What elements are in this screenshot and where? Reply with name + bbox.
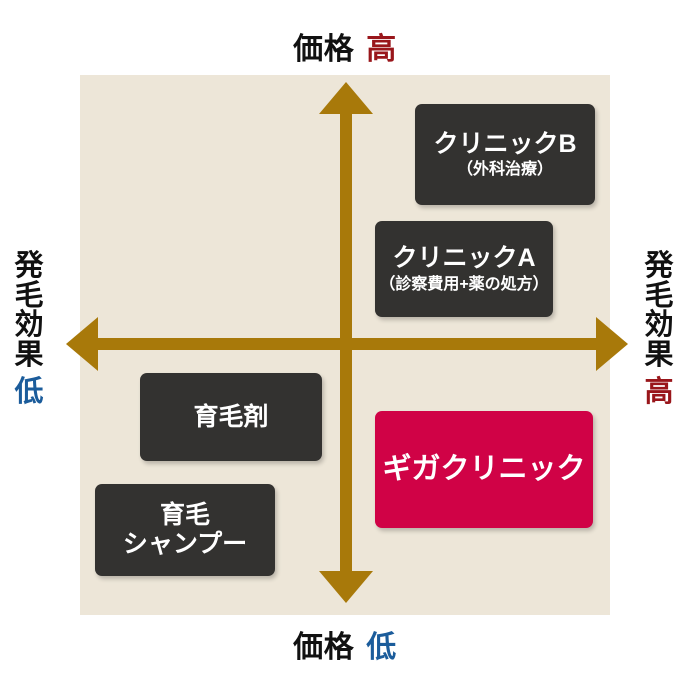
chart-item-clinic-b-title: クリニックB [433,129,577,158]
chart-item-hair-tonic: 育毛剤 [140,373,322,461]
axis-tag-high-right: 高 [644,376,674,409]
axis-label-price-bottom-text: 価格 [293,631,355,664]
horizontal-axis-line [98,338,596,350]
axis-label-effect-high: 発 毛 効 果 高 [636,250,682,409]
axis-label-effect-left-char-3: 効 [14,309,44,342]
chart-item-clinic-a: クリニックA （診察費用+薬の処方） [375,221,553,317]
chart-item-clinic-b: クリニックB （外科治療） [415,104,595,205]
axis-label-effect-right-char-3: 効 [644,309,674,342]
axis-label-effect-left-char-1: 発 [14,250,44,282]
chart-item-giga-clinic-title: ギガクリニック [382,452,586,485]
chart-item-hair-shampoo: 育毛 シャンプー [95,484,275,576]
axis-tag-low-left: 低 [14,376,44,409]
axis-arrow-down-icon [319,571,373,603]
axis-tag-low-bottom: 低 [366,631,397,664]
axis-label-price-high: 価格高 [0,24,690,68]
chart-item-clinic-b-subtitle: （外科治療） [456,161,553,179]
axis-label-effect-right-char-1: 発 [644,250,674,282]
chart-item-clinic-a-title: クリニックA [392,244,536,273]
axis-label-price-low: 価格低 [0,622,690,666]
axis-label-effect-right-char-4: 果 [644,338,674,371]
chart-item-clinic-a-subtitle: （診察費用+薬の処方） [379,275,549,293]
chart-item-hair-tonic-title: 育毛剤 [193,402,269,431]
axis-arrow-up-icon [319,82,373,114]
axis-tag-high-top: 高 [366,33,397,66]
axis-label-price-top-text: 価格 [293,33,355,66]
axis-label-effect-left-char-4: 果 [14,338,44,371]
vertical-axis-line [340,96,352,571]
chart-item-giga-clinic: ギガクリニック [375,411,593,528]
axis-arrow-right-icon [596,317,628,371]
axis-arrow-left-icon [66,317,98,371]
chart-item-hair-shampoo-title: 育毛 シャンプー [122,501,248,558]
axis-label-effect-low: 発 毛 効 果 低 [6,250,52,409]
axis-label-effect-right-char-2: 毛 [644,279,674,312]
axis-label-effect-left-char-2: 毛 [14,279,44,312]
